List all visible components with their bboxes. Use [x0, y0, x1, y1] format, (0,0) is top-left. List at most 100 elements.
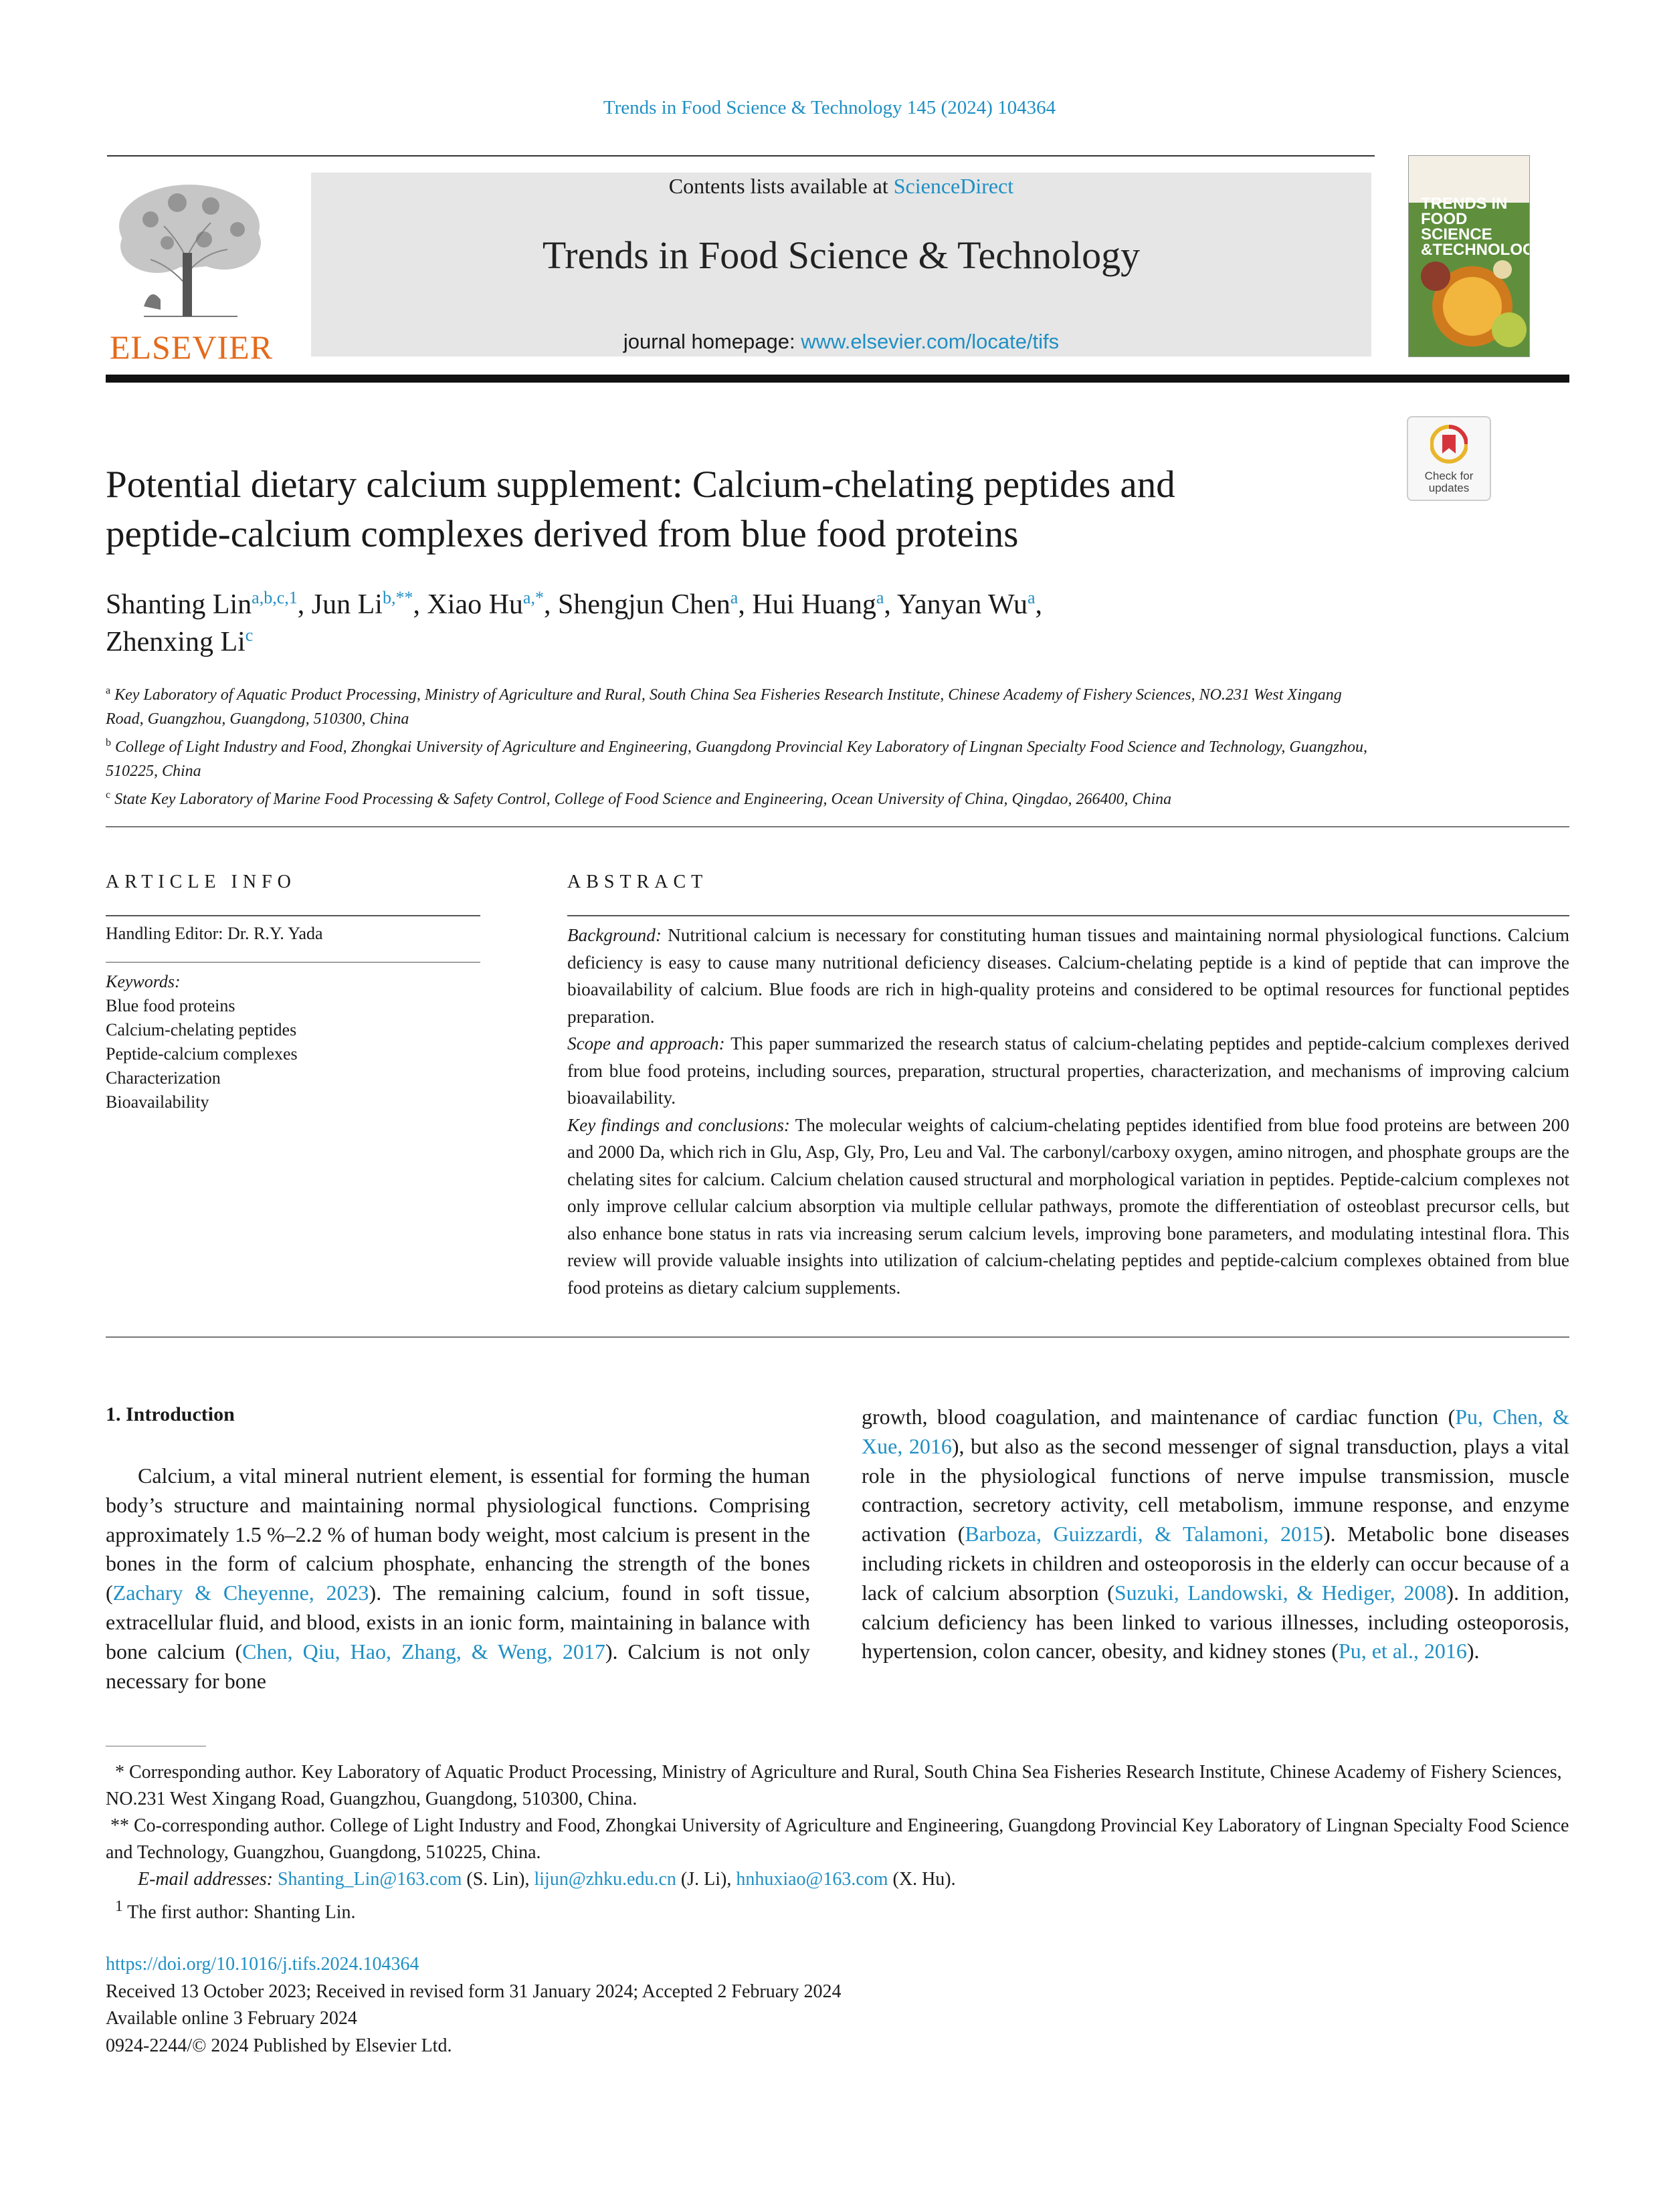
- received-dates: Received 13 October 2023; Received in re…: [106, 1981, 842, 2002]
- journal-masthead: Contents lists available at ScienceDirec…: [311, 173, 1371, 357]
- keywords-block: Keywords: Blue food proteins Calcium-che…: [106, 970, 298, 1114]
- abstract-background-label: Background:: [567, 925, 662, 945]
- check-updates-line1: Check for: [1424, 470, 1474, 482]
- homepage-prefix: journal homepage:: [623, 330, 801, 353]
- intro-left-column: Calcium, a vital mineral nutrient elemen…: [106, 1462, 810, 1696]
- author-sep: ,: [1035, 589, 1043, 620]
- intro-text: ). The remaining calcium, found in soft …: [106, 1581, 811, 1664]
- elsevier-tree-icon: [119, 185, 261, 317]
- author-list: Shanting Lina,b,c,1, Jun Lib,**, Xiao Hu…: [106, 586, 1377, 661]
- divider: [106, 826, 1569, 827]
- footnote-mark: **: [110, 1815, 129, 1836]
- keyword-item[interactable]: Bioavailability: [106, 1092, 209, 1112]
- keyword-item[interactable]: Peptide-calcium complexes: [106, 1044, 298, 1064]
- intro-heading: 1. Introduction: [106, 1403, 235, 1425]
- footnote-first-author: 1 The first author: Shanting Lin.: [106, 1893, 1569, 1926]
- abstract-findings: Key findings and conclusions: The molecu…: [567, 1112, 1569, 1302]
- footnote-mark: 1: [115, 1898, 123, 1915]
- author-name[interactable]: Shanting Lin: [106, 589, 252, 620]
- author-name[interactable]: Zhenxing Li: [106, 627, 246, 658]
- author-name[interactable]: Hui Huang: [752, 589, 876, 620]
- citation-link[interactable]: Suzuki, Landowski, & Hediger, 2008: [1114, 1580, 1447, 1605]
- author-sep: ,: [738, 589, 753, 620]
- check-updates-icon: [1430, 425, 1468, 464]
- footnote-emails: E-mail addresses: Shanting_Lin@163.com (…: [106, 1866, 1569, 1893]
- footnote-mark: *: [115, 1762, 124, 1783]
- divider: [106, 915, 480, 916]
- email-owner: (S. Lin),: [462, 1869, 534, 1890]
- intro-paragraph: Calcium, a vital mineral nutrient elemen…: [106, 1462, 810, 1696]
- author-sup[interactable]: a: [730, 588, 739, 607]
- affiliation-text: College of Light Industry and Food, Zhon…: [106, 738, 1368, 780]
- affiliation-sup: c: [106, 789, 111, 801]
- keyword-item[interactable]: Characterization: [106, 1068, 221, 1088]
- keyword-item[interactable]: Calcium-chelating peptides: [106, 1020, 297, 1039]
- author-sup[interactable]: a: [1027, 588, 1036, 607]
- author-name[interactable]: Shengjun Chen: [557, 589, 730, 620]
- affiliation-text: Key Laboratory of Aquatic Product Proces…: [106, 686, 1342, 728]
- homepage-link[interactable]: www.elsevier.com/locate/tifs: [801, 330, 1060, 353]
- author-sup[interactable]: a,b,c,1: [252, 588, 298, 607]
- elsevier-wordmark: ELSEVIER: [109, 328, 274, 366]
- keyword-item[interactable]: Blue food proteins: [106, 996, 235, 1015]
- affiliations: a Key Laboratory of Aquatic Product Proc…: [106, 679, 1377, 811]
- masthead-thick-rule: [106, 375, 1569, 383]
- journal-homepage-line: journal homepage: www.elsevier.com/locat…: [311, 330, 1371, 354]
- email-link[interactable]: Shanting_Lin@163.com: [277, 1869, 462, 1890]
- journal-cover-image[interactable]: TRENDS IN FOOD SCIENCE &TECHNOLOGY: [1408, 155, 1530, 357]
- citation-link[interactable]: Zachary & Cheyenne, 2023: [112, 1581, 369, 1605]
- affiliation-text: State Key Laboratory of Marine Food Proc…: [114, 791, 1172, 808]
- top-rule: [107, 155, 1375, 157]
- citation-link[interactable]: Barboza, Guizzardi, & Talamoni, 2015: [965, 1522, 1323, 1546]
- citation-link[interactable]: Pu, et al., 2016: [1338, 1639, 1467, 1664]
- author-sup[interactable]: a: [876, 588, 884, 607]
- doi-link[interactable]: https://doi.org/10.1016/j.tifs.2024.1043…: [106, 1954, 419, 1975]
- author-sup[interactable]: a,*: [522, 588, 544, 607]
- footnote-cocorresponding: ** Co-corresponding author. College of L…: [106, 1813, 1569, 1866]
- email-owner: (X. Hu).: [888, 1869, 956, 1890]
- intro-text: ). Metabolic bone diseases including ric…: [862, 1522, 1569, 1605]
- author-sup[interactable]: c: [245, 625, 254, 645]
- divider: [106, 1336, 1569, 1338]
- author-sep: ,: [884, 589, 897, 620]
- check-for-updates-button[interactable]: Check for updates: [1407, 416, 1491, 501]
- abstract-findings-text: The molecular weights of calcium-chelati…: [567, 1114, 1569, 1298]
- article-title: Potential dietary calcium supplement: Ca…: [106, 460, 1363, 559]
- available-online: Available online 3 February 2024: [106, 2008, 357, 2029]
- cover-title-line1: TRENDS IN: [1421, 195, 1508, 213]
- divider: [106, 962, 480, 963]
- intro-text: ).: [1466, 1639, 1480, 1664]
- email-link[interactable]: hnhuxiao@163.com: [736, 1869, 888, 1890]
- abstract-body: Background: Nutritional calcium is neces…: [567, 922, 1569, 1301]
- email-owner: (J. Li),: [676, 1869, 737, 1890]
- email-link[interactable]: lijun@zhku.edu.cn: [534, 1869, 676, 1890]
- intro-text: ), but also as the second messenger of s…: [862, 1433, 1570, 1546]
- abstract-scope: Scope and approach: This paper summarize…: [567, 1030, 1569, 1112]
- cover-title-line3: &TECHNOLOGY: [1421, 241, 1529, 259]
- author-name[interactable]: Xiao Hu: [427, 589, 523, 620]
- sciencedirect-link[interactable]: ScienceDirect: [893, 174, 1014, 198]
- author-name[interactable]: Jun Li: [311, 589, 383, 620]
- abstract-scope-label: Scope and approach:: [567, 1033, 725, 1053]
- citation-link[interactable]: Chen, Qiu, Hao, Zhang, & Weng, 2017: [242, 1639, 605, 1664]
- journal-reference[interactable]: Trends in Food Science & Technology 145 …: [603, 97, 1056, 118]
- article-title-line1: Potential dietary calcium supplement: Ca…: [106, 464, 1175, 506]
- divider: [567, 915, 1569, 916]
- author-sep: ,: [297, 589, 312, 620]
- author-sep: ,: [543, 589, 558, 620]
- citation-link[interactable]: Pu, Chen, & Xue, 2016: [862, 1405, 1569, 1458]
- intro-text: ). In addition, calcium deficiency has b…: [862, 1580, 1570, 1664]
- publication-info: https://doi.org/10.1016/j.tifs.2024.1043…: [106, 1951, 1310, 2059]
- article-info-heading: ARTICLE INFO: [106, 872, 296, 892]
- author-name[interactable]: Yanyan Wu: [896, 589, 1028, 620]
- author-sup[interactable]: b,**: [382, 588, 413, 607]
- check-updates-label: Check for updates: [1408, 470, 1490, 494]
- abstract-findings-label: Key findings and conclusions:: [567, 1114, 790, 1135]
- keywords-label: Keywords:: [106, 972, 181, 991]
- journal-title: Trends in Food Science & Technology: [542, 233, 1141, 277]
- contents-prefix: Contents lists available at: [668, 174, 894, 198]
- affiliation-item: a Key Laboratory of Aquatic Product Proc…: [106, 679, 1377, 731]
- author-sep: ,: [413, 589, 427, 620]
- abstract-background: Background: Nutritional calcium is neces…: [567, 922, 1569, 1030]
- intro-text: growth, blood coagulation, and maintenan…: [862, 1405, 1456, 1429]
